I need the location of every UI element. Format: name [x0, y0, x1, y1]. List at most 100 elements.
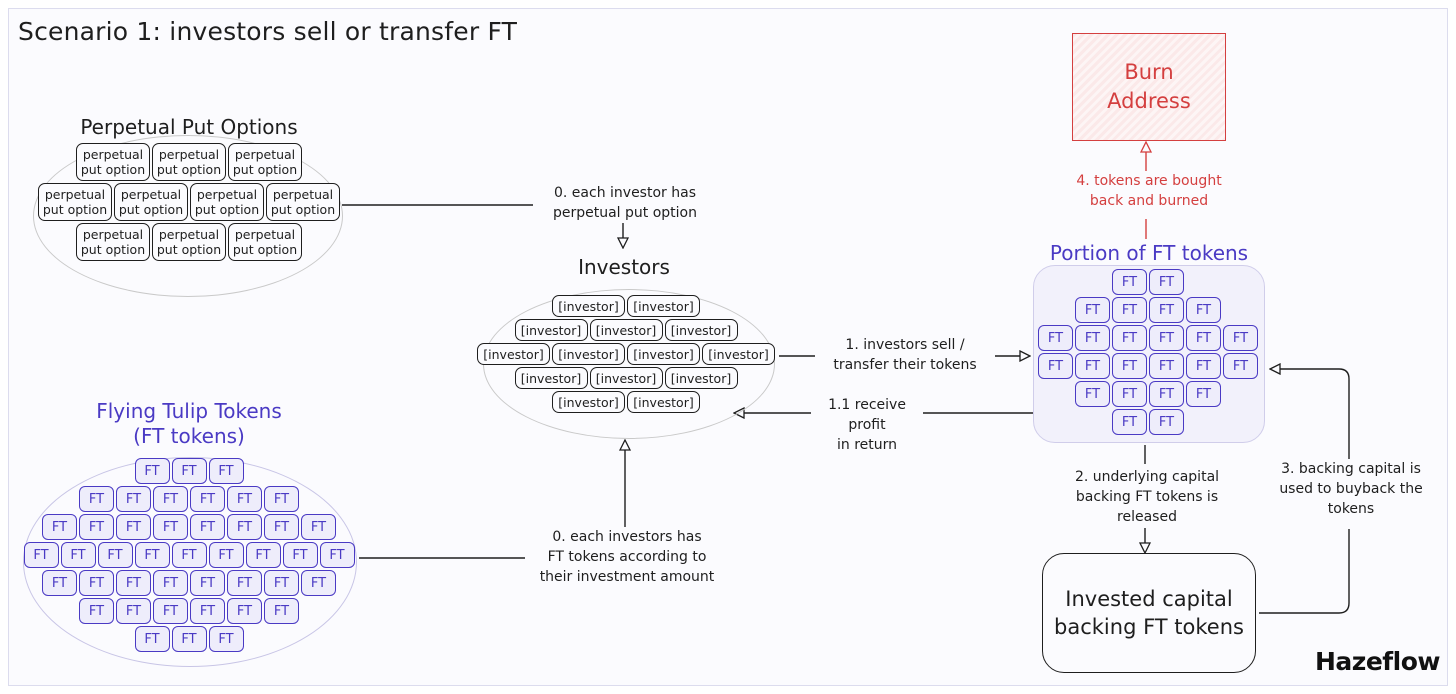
label-line: 1.1 receive profit — [828, 397, 906, 433]
investor-chip: [investor] — [664, 319, 738, 341]
label-line: in return — [836, 437, 898, 453]
ft-token-chip: FT — [116, 598, 151, 624]
hazeflow-logo: Hazeflow — [1315, 647, 1441, 676]
diagram-canvas: Scenario 1: investors sell or transfer F… — [8, 8, 1448, 686]
label-line: 2. underlying capital — [1074, 469, 1220, 485]
label-ft-to-investors: 0. each investors has FT tokens accordin… — [525, 527, 729, 587]
chip-text: put option — [80, 242, 146, 257]
portion-ft-chip: FT — [1149, 297, 1184, 323]
ft-token-chip: FT — [190, 598, 225, 624]
portion-ft-chip: FT — [1112, 409, 1147, 435]
ft-token-chip: FT — [153, 486, 188, 512]
chip-text: perpetual — [158, 147, 220, 162]
ft-token-chip: FT — [227, 570, 262, 596]
ft-token-chip: FT — [171, 542, 207, 568]
label-line: transfer their tokens — [833, 357, 977, 373]
ft-token-chip: FT — [42, 514, 77, 540]
ft-token-chip: FT — [227, 514, 262, 540]
chip-text: perpetual — [120, 187, 182, 202]
edge-buyback-bottom — [1259, 529, 1350, 614]
portion-ft-chip: FT — [1223, 353, 1258, 379]
connectors-layer — [342, 9, 1350, 614]
portion-ft-chip: FT — [1038, 353, 1073, 379]
chip-text: put option — [232, 242, 298, 257]
portion-ft-chip: FT — [1112, 381, 1147, 407]
invested-line2: backing FT tokens — [1054, 615, 1244, 639]
portion-ft-chip: FT — [1075, 297, 1110, 323]
ft-token-chip: FT — [79, 514, 114, 540]
chip-text: perpetual — [234, 227, 296, 242]
portion-ft-chip: FT — [1149, 325, 1184, 351]
investor-chip: [investor] — [627, 295, 700, 317]
portion-ft-chip: FT — [1075, 325, 1110, 351]
ft-token-chip: FT — [208, 458, 244, 484]
investor-chip: [investor] — [552, 343, 625, 365]
label-line: 0. each investor has — [554, 185, 696, 201]
portion-ft-chip: FT — [1112, 297, 1147, 323]
ft-token-chip: FT — [190, 486, 225, 512]
ft-token-chip: FT — [23, 542, 59, 568]
chip-text: perpetual — [272, 187, 334, 202]
burn-line2: Address — [1107, 89, 1191, 113]
ft-token-chip: FT — [79, 598, 114, 624]
invested-line1: Invested capital — [1065, 587, 1233, 611]
ft-token-chip: FT — [134, 626, 170, 652]
chip-text: perpetual — [82, 227, 144, 242]
label-line: 1. investors sell / — [845, 337, 965, 353]
ft-token-chip: FT — [79, 486, 114, 512]
portion-ft-chip: FT — [1112, 269, 1147, 295]
ft-token-chip: FT — [60, 542, 96, 568]
portion-ft-chip: FT — [1112, 325, 1147, 351]
ft-token-chip: FT — [97, 542, 133, 568]
label-line: perpetual put option — [552, 205, 697, 221]
investor-chip: [investor] — [702, 343, 775, 365]
ft-pool-heading: Flying Tulip Tokens (FT tokens) — [49, 399, 329, 449]
label-capital-released: 2. underlying capital backing FT tokens … — [1055, 467, 1239, 527]
invested-capital-box: Invested capital backing FT tokens — [1042, 553, 1256, 673]
edge-buyback-top — [1271, 369, 1350, 464]
label-line: released — [1117, 509, 1177, 525]
ft-token-chip: FT — [319, 542, 355, 568]
label-receive-profit: 1.1 receive profit in return — [811, 395, 923, 455]
ft-token-chip: FT — [264, 570, 299, 596]
investor-chip: [investor] — [664, 367, 738, 389]
burn-line1: Burn — [1124, 60, 1174, 84]
label-buyback: 3. backing capital is used to buyback th… — [1261, 459, 1441, 519]
burn-address-box: Burn Address — [1072, 33, 1226, 141]
ft-token-chip: FT — [153, 598, 188, 624]
ft-token-chip: FT — [153, 570, 188, 596]
label-line: FT tokens according to — [547, 549, 707, 565]
portion-ft-chip: FT — [1075, 381, 1110, 407]
chip-text: perpetual — [82, 147, 144, 162]
label-line: back and burned — [1089, 193, 1209, 209]
ft-token-chip: FT — [116, 514, 151, 540]
chip-text: put option — [118, 202, 184, 217]
chip-text: put option — [80, 162, 146, 177]
label-line: their investment amount — [539, 569, 715, 585]
chip-text: put option — [232, 162, 298, 177]
chip-text: perpetual — [234, 147, 296, 162]
put-options-ellipse — [33, 135, 343, 297]
investor-chip: [investor] — [627, 391, 700, 413]
ft-token-chip: FT — [190, 514, 225, 540]
label-line: 3. backing capital is — [1281, 461, 1421, 477]
ft-token-chip: FT — [301, 514, 336, 540]
label-put-to-investors: 0. each investor has perpetual put optio… — [533, 183, 717, 223]
portion-ft-chip: FT — [1223, 325, 1258, 351]
portion-heading: Portion of FT tokens — [1049, 241, 1249, 265]
chip-text: put option — [194, 202, 260, 217]
ft-token-chip: FT — [134, 542, 170, 568]
investor-chip: [investor] — [514, 319, 588, 341]
investors-heading: Investors — [578, 255, 670, 279]
label-sell-transfer: 1. investors sell / transfer their token… — [815, 335, 995, 375]
label-line: used to buyback the — [1279, 481, 1423, 497]
portion-ft-chip: FT — [1186, 381, 1221, 407]
